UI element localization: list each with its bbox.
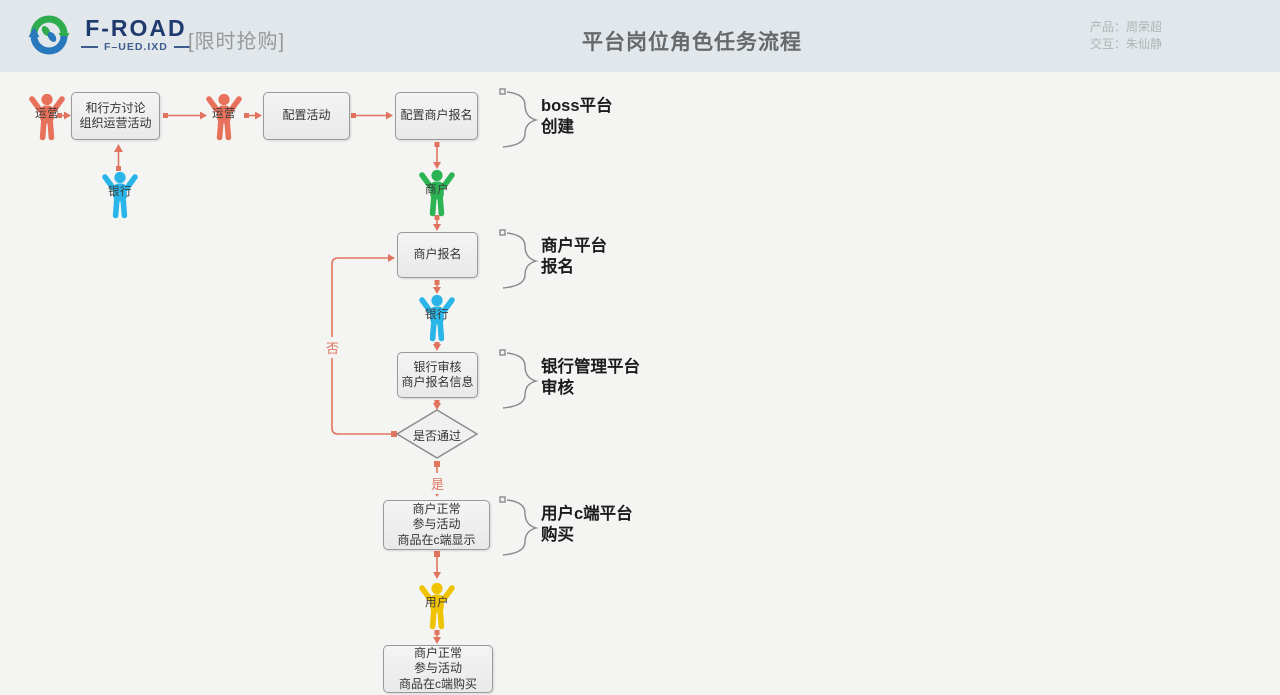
- step-configure-merchant-signup: 配置商户报名: [395, 92, 478, 140]
- brand-dash-left: [81, 46, 98, 48]
- edge-label-yes: 是: [429, 473, 447, 494]
- page-title: 平台岗位角色任务流程: [582, 31, 802, 54]
- brand-logo: F-ROAD F–UED.IXD: [26, 11, 191, 57]
- header-bar: F-ROAD F–UED.IXD [限时抢购] 平台岗位角色任务流程 产品：周荣…: [0, 0, 1280, 72]
- logo-cycle-icon: [28, 15, 70, 55]
- person-operator-1: 运营: [28, 93, 66, 141]
- person-icon: [419, 169, 455, 217]
- step-merchant-purchase: 商户正常 参与活动 商品在c端购买: [383, 645, 493, 693]
- annotation-user-platform: 用户c端平台 购买: [541, 505, 633, 544]
- brand-sub-text: F–UED.IXD: [104, 41, 168, 53]
- person-icon: [419, 294, 455, 342]
- step-configure-activity: 配置活动: [263, 92, 350, 140]
- brand-subtitle: F–UED.IXD: [81, 41, 191, 53]
- promo-tag: [限时抢购]: [188, 31, 286, 53]
- credit-product: 产品：周荣超: [1090, 20, 1163, 34]
- credits-block: 产品：周荣超 交互：朱仙静: [1090, 19, 1162, 53]
- credit-interaction: 交互：朱仙静: [1090, 37, 1163, 51]
- person-icon: [29, 93, 65, 141]
- decision-diamond: [395, 409, 479, 459]
- step-merchant-display: 商户正常 参与活动 商品在c端显示: [383, 500, 490, 550]
- person-user: 用户: [418, 582, 456, 630]
- person-bank-top: 银行: [101, 171, 139, 219]
- annotation-boss-platform: boss平台 创建: [541, 97, 613, 136]
- brand-name: F-ROAD: [85, 15, 187, 41]
- annotation-merchant-platform: 商户平台 报名: [541, 237, 607, 276]
- annotation-braces: [499, 88, 539, 556]
- person-icon: [206, 93, 242, 141]
- person-merchant: 商户: [418, 169, 456, 217]
- step-discuss-with-bank: 和行方讨论 组织运营活动: [71, 92, 160, 140]
- person-icon: [419, 582, 455, 630]
- person-bank-mid: 银行: [418, 294, 456, 342]
- annotation-bank-platform: 银行管理平台 审核: [541, 358, 640, 397]
- step-bank-review: 银行审核 商户报名信息: [397, 352, 478, 398]
- step-merchant-signup: 商户报名: [397, 232, 478, 278]
- person-operator-2: 运营: [205, 93, 243, 141]
- decision-label: 是否通过: [412, 429, 461, 443]
- person-icon: [102, 171, 138, 219]
- edge-label-no: 否: [324, 337, 342, 358]
- brand-dash-right: [173, 46, 191, 48]
